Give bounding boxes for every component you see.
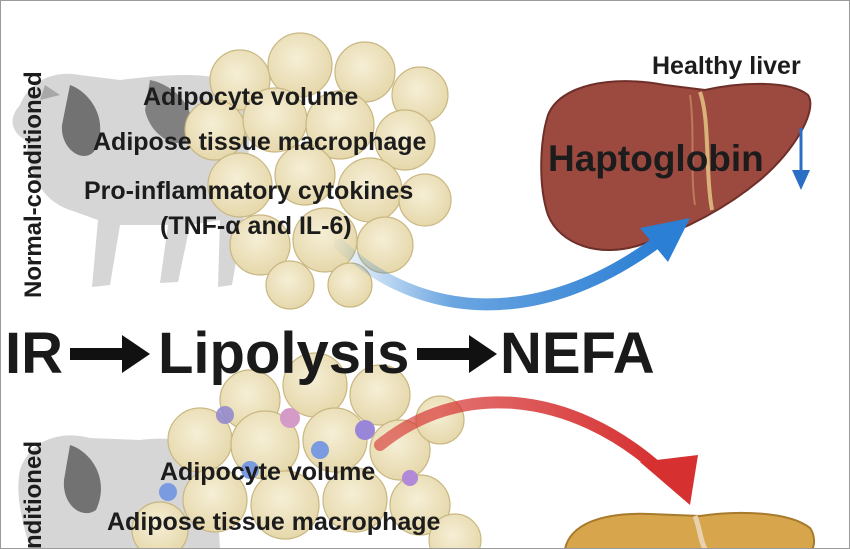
second-group-label: nditioned: [20, 441, 47, 549]
bottom-adipose-tissue-macrophage: Adipose tissue macrophage: [107, 508, 441, 536]
healthy-liver-illustration: [540, 80, 812, 252]
adipose-tissue-top: [184, 32, 452, 310]
pathway-nefa: NEFA: [500, 321, 655, 386]
haptoglobin-down-arrow: [792, 128, 810, 190]
pathway-arrow-2: [417, 335, 497, 373]
bottom-adipocyte-volume: Adipocyte volume: [160, 458, 376, 486]
fatty-liver-illustration: [563, 511, 816, 549]
top-cytokine-examples: (TNF-α and IL-6): [160, 212, 352, 240]
blue-curved-arrow: [334, 218, 690, 311]
normal-conditioned-label: Normal-conditioned: [20, 71, 47, 298]
red-curved-arrow: [374, 396, 698, 505]
healthy-liver-label: Healthy liver: [652, 52, 801, 80]
top-adipose-tissue-macrophage: Adipose tissue macrophage: [93, 128, 427, 156]
pathway-ir: IR: [5, 321, 63, 386]
top-pro-inflammatory-cytokines: Pro-inflammatory cytokines: [84, 177, 414, 205]
pathway-arrow-1: [70, 335, 150, 373]
immune-cells-bottom: [159, 406, 418, 501]
pathway-lipolysis: Lipolysis: [158, 321, 410, 386]
top-adipocyte-volume: Adipocyte volume: [143, 83, 359, 111]
haptoglobin-label: Haptoglobin: [548, 138, 764, 179]
